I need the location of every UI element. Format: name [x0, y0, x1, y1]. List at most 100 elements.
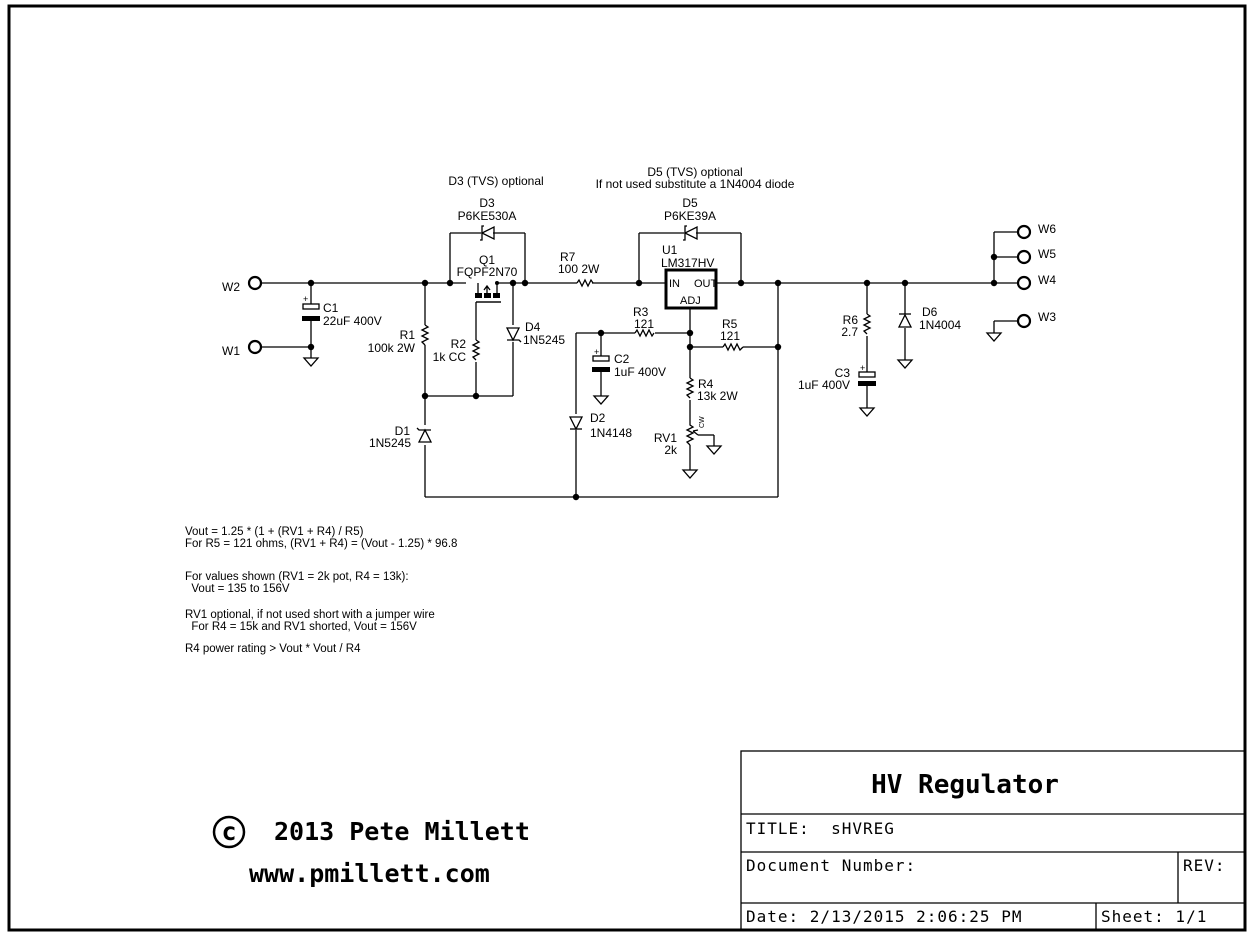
svg-text:RV1 optional, if not used shor: RV1 optional, if not used short with a j… — [185, 609, 435, 621]
zener-diode-d4[interactable]: D4 1N5245 — [505, 320, 565, 347]
resistor-r5[interactable]: R5 121 — [720, 317, 744, 352]
svg-text:100 2W: 100 2W — [558, 262, 600, 276]
tvs-diode-d5[interactable]: D5 P6KE39A — [664, 196, 716, 241]
ground-icon — [985, 332, 1003, 342]
drawing-title: HV Regulator — [871, 770, 1059, 800]
svg-text:1uF 400V: 1uF 400V — [614, 365, 666, 379]
svg-text:For values shown (RV1 = 2k pot: For values shown (RV1 = 2k pot, R4 = 13k… — [185, 571, 409, 583]
svg-text:W3: W3 — [1038, 310, 1056, 324]
svg-text:1uF 400V: 1uF 400V — [798, 378, 850, 392]
svg-text:+: + — [594, 347, 599, 357]
sheet-field: Sheet: 1/1 — [1101, 907, 1207, 926]
svg-text:Vout = 1.25 * (1 + (RV1 + R4): Vout = 1.25 * (1 + (RV1 + R4) / R5) — [185, 526, 364, 538]
website-link[interactable]: www.pmillett.com — [249, 859, 490, 888]
svg-text:RV1: RV1 — [654, 431, 677, 445]
svg-text:2k: 2k — [664, 443, 678, 457]
d5-note-line2: If not used substitute a 1N4004 diode — [596, 177, 795, 191]
svg-text:D3: D3 — [479, 196, 495, 210]
svg-text:22uF 400V: 22uF 400V — [323, 314, 382, 328]
svg-text:121: 121 — [634, 317, 654, 331]
terminal-w1[interactable]: W1 — [222, 339, 263, 358]
diode-d6[interactable]: D6 1N4004 — [897, 305, 961, 332]
resistor-r7[interactable]: R7 100 2W — [558, 250, 600, 288]
svg-text:R4 power rating > Vout * Vout: R4 power rating > Vout * Vout / R4 — [185, 643, 361, 655]
svg-text:OUT: OUT — [694, 278, 718, 290]
svg-text:LM317HV: LM317HV — [661, 256, 714, 270]
ground-icon — [705, 445, 723, 455]
junction-dots — [307, 253, 998, 501]
zener-diode-d1[interactable]: D1 1N5245 — [369, 424, 433, 450]
svg-text:D4: D4 — [525, 320, 541, 334]
svg-text:W4: W4 — [1038, 273, 1056, 287]
svg-text:CW: CW — [699, 416, 706, 428]
resistor-r2[interactable]: R2 1k CC — [433, 337, 481, 364]
svg-text:1N4148: 1N4148 — [590, 426, 632, 440]
svg-text:1k CC: 1k CC — [433, 350, 467, 364]
ground-icons — [302, 332, 1003, 479]
svg-text:+: + — [303, 294, 308, 304]
svg-text:13k 2W: 13k 2W — [697, 389, 738, 403]
svg-text:c: c — [221, 817, 236, 846]
svg-text:R7: R7 — [560, 250, 576, 264]
capacitor-c2[interactable]: + C2 1uF 400V — [592, 347, 666, 379]
svg-text:P6KE530A: P6KE530A — [458, 209, 517, 223]
resistor-r6[interactable]: R6 2.7 — [841, 313, 872, 339]
svg-text:D6: D6 — [922, 305, 938, 319]
design-notes: Vout = 1.25 * (1 + (RV1 + R4) / R5) For … — [185, 526, 457, 655]
svg-text:2013 Pete Millett: 2013 Pete Millett — [274, 817, 530, 846]
resistor-r3[interactable]: R3 121 — [633, 305, 655, 338]
title-field: TITLE: sHVREG — [746, 819, 895, 838]
svg-text:1N5245: 1N5245 — [369, 436, 411, 450]
resistor-r4[interactable]: R4 13k 2W — [685, 377, 738, 403]
svg-text:C3: C3 — [835, 366, 851, 380]
svg-text:D1: D1 — [395, 424, 411, 438]
rev-label: REV: — [1183, 856, 1226, 875]
capacitor-c1[interactable]: + C1 22uF 400V — [302, 294, 382, 328]
svg-text:2.7: 2.7 — [841, 325, 858, 339]
ground-icon — [896, 359, 914, 369]
tvs-diode-d3[interactable]: D3 P6KE530A — [458, 196, 517, 241]
svg-text:For R5 = 121 ohms, (RV1 + R4): For R5 = 121 ohms, (RV1 + R4) = (Vout - … — [185, 538, 457, 550]
svg-text:R5: R5 — [722, 317, 738, 331]
resistor-r1[interactable]: R1 100k 2W — [368, 324, 430, 355]
svg-text:FQPF2N70: FQPF2N70 — [457, 265, 518, 279]
svg-text:P6KE39A: P6KE39A — [664, 209, 716, 223]
sheet-border — [7, 4, 1247, 932]
svg-text:Q1: Q1 — [479, 253, 495, 267]
svg-text:Vout = 135 to 156V: Vout = 135 to 156V — [185, 583, 290, 595]
mosfet-q1[interactable]: Q1 FQPF2N70 — [457, 253, 518, 303]
ground-icon — [858, 407, 876, 417]
copyright-block: c 2013 Pete Millett www.pmillett.com — [212, 815, 530, 888]
copyright-icon — [212, 815, 246, 849]
svg-text:W6: W6 — [1038, 222, 1056, 236]
regulator-u1[interactable]: U1 LM317HV IN OUT ADJ — [661, 243, 718, 310]
d5-note-line1: D5 (TVS) optional — [647, 165, 742, 179]
svg-text:W1: W1 — [222, 344, 240, 358]
terminal-w6[interactable]: W6 — [1016, 222, 1056, 240]
potentiometer-rv1[interactable]: CW RV1 2k — [654, 415, 706, 457]
terminal-w2[interactable]: W2 — [222, 275, 263, 294]
svg-text:U1: U1 — [662, 243, 678, 257]
terminal-w5[interactable]: W5 — [1016, 247, 1056, 265]
svg-text:1N4004: 1N4004 — [919, 318, 961, 332]
svg-text:R2: R2 — [451, 337, 467, 351]
diode-d2[interactable]: D2 1N4148 — [568, 411, 632, 440]
capacitor-c3[interactable]: + C3 1uF 400V — [798, 363, 876, 392]
svg-text:D2: D2 — [590, 411, 606, 425]
svg-text:R6: R6 — [843, 313, 859, 327]
ground-icon — [681, 469, 699, 479]
svg-text:ADJ: ADJ — [680, 295, 701, 307]
svg-text:1N5245: 1N5245 — [523, 333, 565, 347]
ground-icon — [302, 357, 320, 367]
terminal-w4[interactable]: W4 — [1016, 273, 1056, 291]
title-block: HV Regulator TITLE: sHVREG Document Numb… — [740, 750, 1246, 931]
terminal-w3[interactable]: W3 — [1016, 310, 1056, 329]
document-number-label: Document Number: — [746, 856, 916, 875]
svg-text:W5: W5 — [1038, 247, 1056, 261]
svg-text:100k 2W: 100k 2W — [368, 341, 416, 355]
ground-icon — [592, 395, 610, 405]
svg-text:R3: R3 — [633, 305, 649, 319]
svg-text:D5: D5 — [682, 196, 698, 210]
date-field: Date: 2/13/2015 2:06:25 PM — [746, 907, 1022, 926]
